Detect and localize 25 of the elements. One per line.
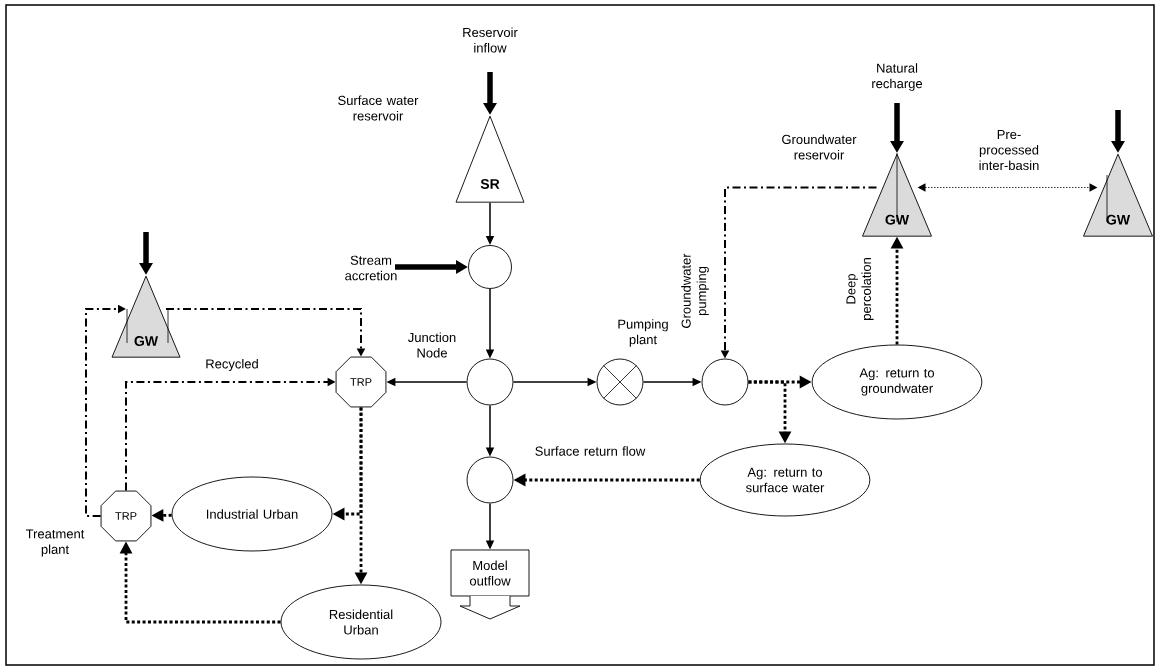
edge-label: Deep percolation [846, 258, 874, 320]
junction-circle [468, 245, 512, 289]
node-caption: Junction Node [408, 332, 456, 358]
edge-label: Stream accretion [345, 255, 397, 281]
junction-circle [466, 358, 514, 406]
node-caption: Pumping plant [618, 319, 668, 347]
reservoir-triangle: GW [862, 152, 932, 237]
edge-label: Reservoir inflow [463, 27, 518, 53]
node-caption: Surface water reservoir [338, 95, 419, 121]
junction-circle [701, 358, 749, 406]
pump-symbol [596, 358, 644, 406]
outflow-box: Model outflow [450, 549, 530, 620]
edge-label: Natural recharge [872, 63, 923, 91]
treatment-octagon: TRP [335, 356, 387, 408]
edge-label: Groundwater pumping [681, 253, 709, 328]
node-caption: Groundwater reservoir [782, 134, 857, 160]
reservoir-triangle: SR [455, 115, 525, 203]
reservoir-triangle: GW [1083, 153, 1153, 237]
treatment-octagon: TRP [100, 490, 152, 542]
junction-circle [466, 456, 514, 504]
edge-label: Surface return flow [535, 446, 646, 456]
edge-label: Pre-processed inter-basin [979, 129, 1039, 171]
edge-label: Recycled [206, 358, 258, 372]
node-caption: Treatment plant [25, 529, 85, 557]
reservoir-triangle: GW [111, 275, 181, 358]
